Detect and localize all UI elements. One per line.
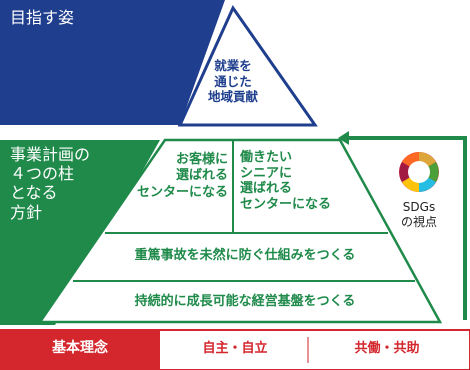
vision-line: 通じた	[214, 73, 252, 89]
philosophy-item-2: 共働・共助	[354, 341, 420, 356]
plan-label: 事業計画の ４つの柱 となる 方針	[10, 145, 90, 222]
pillar-1-line: お客様に	[175, 152, 228, 167]
sdgs-wheel-icon	[399, 152, 439, 192]
sdgs-arrow-head	[338, 131, 349, 145]
sdgs-label-line: SDGs	[402, 200, 436, 214]
pillar-2: 働きたい シニアに 選ばれる センターになる	[240, 150, 360, 212]
plan-label-line: 事業計画の	[10, 145, 91, 164]
sdgs-label: SDGs の視点	[384, 200, 454, 230]
pillar-2-line: シニアに	[240, 165, 293, 181]
vision-line: 地域貢献	[207, 89, 258, 105]
pillar-3: 重篤事故を未然に防ぐ仕組みをつくる	[134, 248, 356, 263]
sdgs-arrow	[345, 136, 467, 320]
pillar-2-line: 選ばれる	[240, 181, 293, 197]
vision-band	[0, 0, 225, 125]
sdgs-label-line: の視点	[400, 215, 437, 229]
vision-label: 目指す姿	[10, 8, 75, 27]
plan-label-line: となる	[10, 183, 58, 203]
plan-trapezoid	[37, 138, 443, 324]
pillar-1: お客様に 選ばれる センターになる	[124, 152, 228, 201]
pillar-1-line: センターになる	[136, 184, 228, 200]
philosophy-label-box	[0, 330, 160, 370]
philosophy-label: 基本理念	[52, 340, 108, 356]
vision-triangle	[177, 4, 318, 127]
plan-label-line: ４つの柱	[10, 164, 75, 184]
pillar-2-line: 働きたい	[240, 150, 293, 165]
pillar-4: 持続的に成長可能な経営基盤をつくる	[134, 294, 356, 309]
plan-label-line: 方針	[10, 202, 43, 222]
pillar-2-line: センターになる	[240, 196, 332, 212]
vision-line: 就業を	[214, 58, 252, 73]
philosophy-item-1: 自主・自立	[202, 341, 268, 356]
pillar-1-line: 選ばれる	[175, 168, 228, 184]
plan-band	[0, 140, 160, 325]
vision-text: 就業を 通じた 地域貢献	[196, 58, 270, 105]
